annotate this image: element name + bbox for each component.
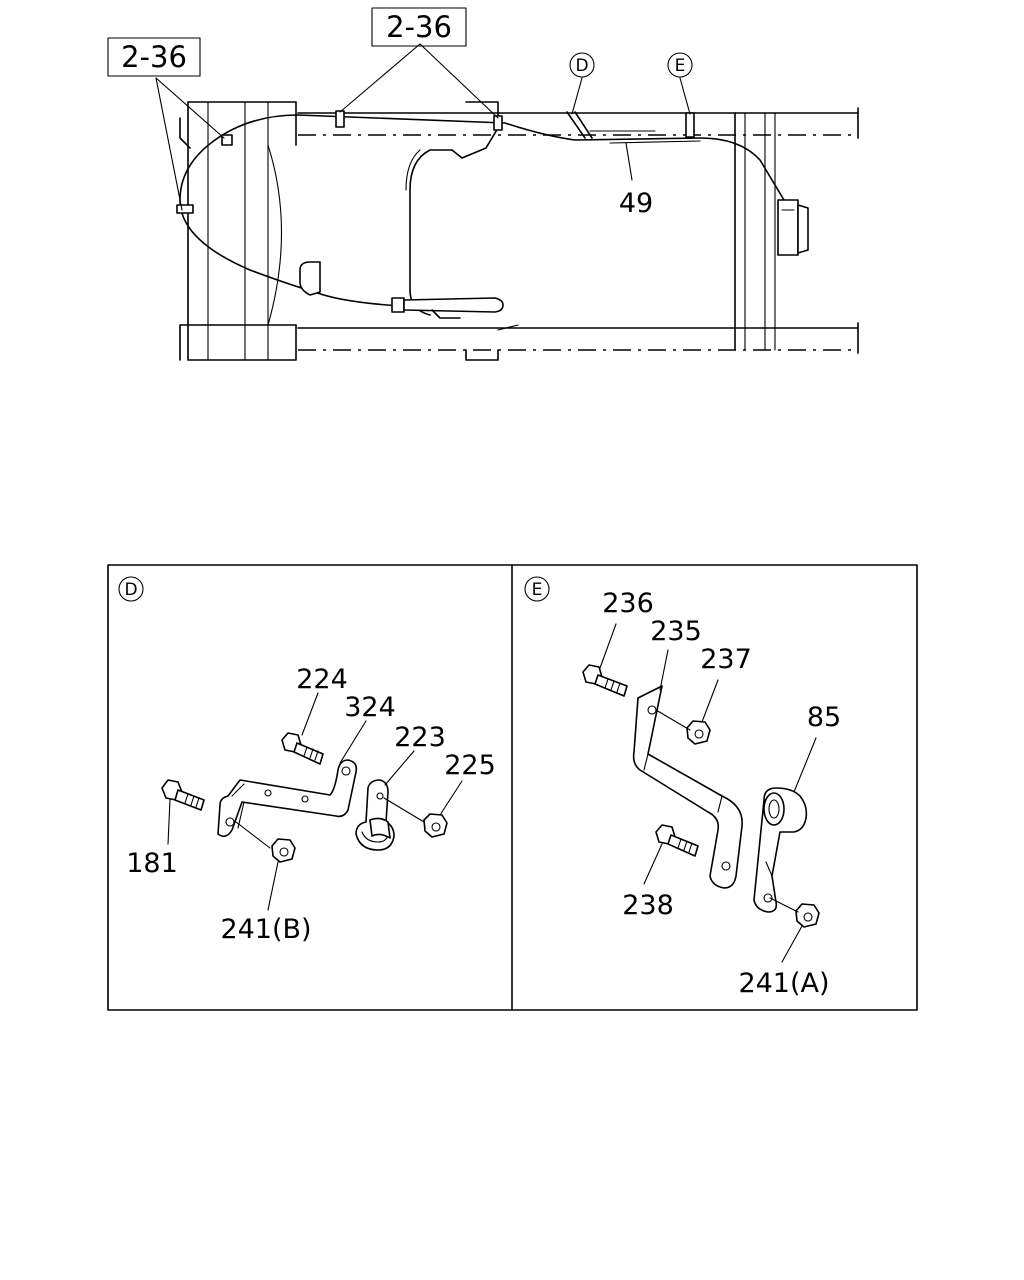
part-label-235: 235 [650,616,702,647]
part-label-224: 224 [296,664,348,695]
bolt-224 [281,732,324,765]
part-label-49: 49 [619,188,653,219]
detail-marker-d-circle [569,52,595,78]
part-label-225: 225 [444,750,496,781]
part-label-223: 223 [394,722,446,753]
bracket-324 [217,759,358,838]
part-label-241a: 241(A) [738,968,829,999]
bolt-181 [161,779,205,811]
detail-marker-e-circle [667,52,693,78]
frame-view: 2-36 2-36 D E 49 [107,7,859,361]
ref-box-left-label: 2-36 [121,40,187,74]
bracket-235 [632,685,743,889]
ref-box-left [107,37,201,77]
part-label-238: 238 [622,890,674,921]
part-label-324: 324 [344,692,396,723]
detail-marker-e: E [675,56,686,76]
part-label-237: 237 [700,644,752,675]
bolt-238 [655,824,699,857]
part-label-85: 85 [807,702,841,733]
part-label-241b: 241(B) [220,914,311,945]
bolt-236 [582,664,628,697]
detail-marker-d: D [575,56,588,76]
detail-d-panel: D [118,576,496,945]
detail-e-panel: E [524,576,841,999]
nut-241b [271,838,296,863]
part-label-236: 236 [602,588,654,619]
nut-225 [423,813,448,838]
part-label-181: 181 [126,848,178,879]
detail-d-marker: D [124,580,137,600]
ref-box-top-label: 2-36 [386,10,452,44]
nut-241a [795,903,820,928]
detail-e-marker: E [532,580,543,600]
ref-box-top [371,7,467,47]
clamp-223 [355,779,395,851]
clamp-85 [753,787,808,913]
nut-237 [686,720,711,745]
